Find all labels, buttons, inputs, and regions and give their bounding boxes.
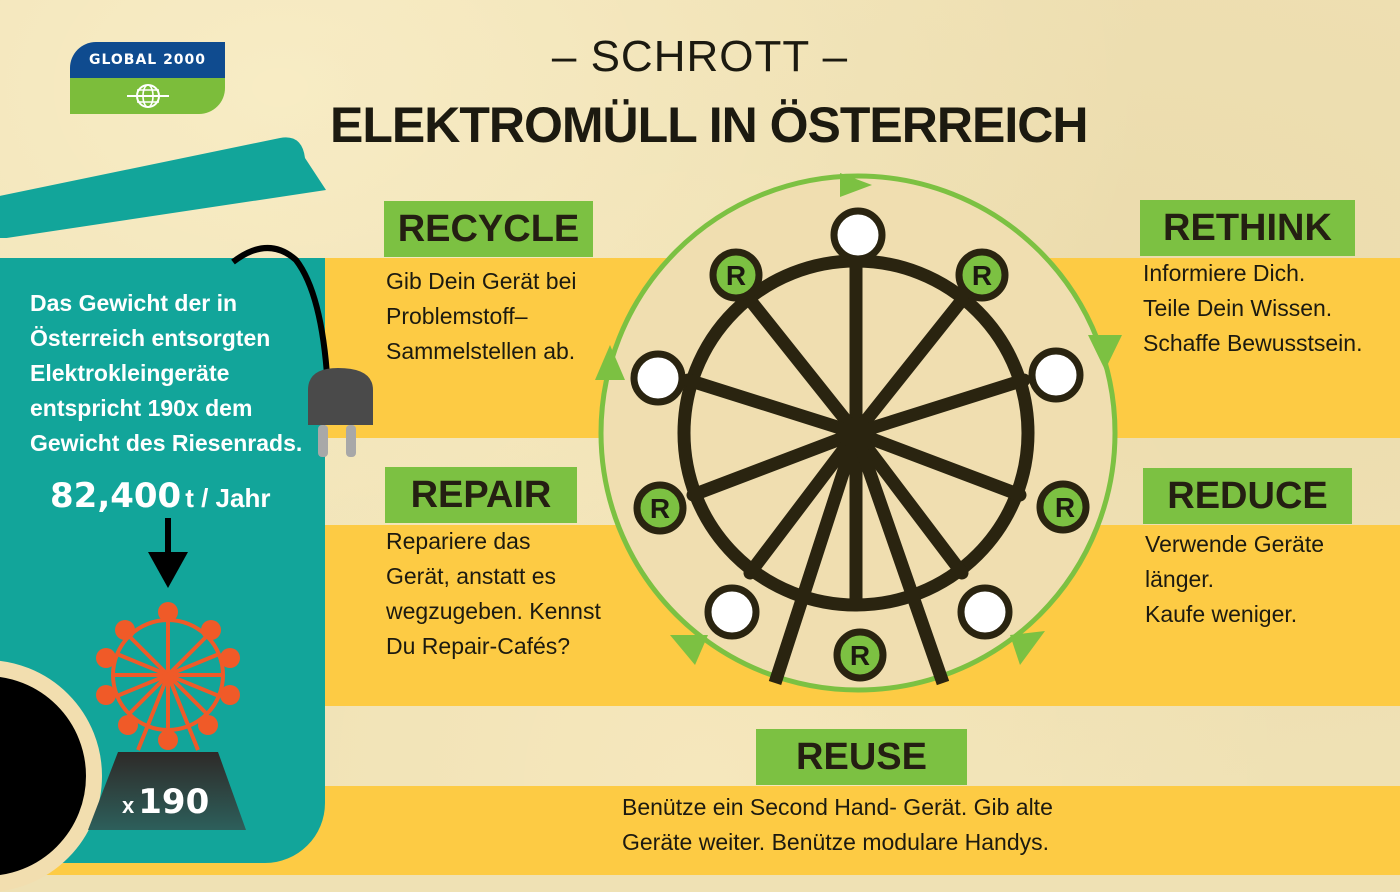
desc-repair: Repariere das Gerät, anstatt es wegzugeb… [386, 524, 601, 664]
desc-reuse: Benütze ein Second Hand- Gerät. Gib alte… [622, 790, 1053, 860]
plug-icon [231, 245, 373, 457]
label-rethink: RETHINK [1140, 200, 1355, 256]
desc-line: Teile Dein Wissen. [1143, 295, 1333, 321]
desc-line: länger. [1145, 566, 1215, 592]
desc-line: Repariere das [386, 528, 531, 554]
fact-line: entspricht 190x dem [30, 395, 253, 421]
gondola-r-badge [709, 248, 763, 302]
globe-icon [126, 84, 169, 108]
svg-text:R: R [850, 640, 870, 671]
desc-line: Verwende Geräte [1145, 531, 1325, 557]
gondola-empty [957, 584, 1013, 640]
desc-line: Gib Dein Gerät bei [386, 268, 577, 294]
fact-text: Das Gewicht der in Österreich entsorgten… [30, 286, 320, 461]
desc-line: Geräte weiter. Benütze modulare Handys. [622, 829, 1050, 855]
label-reduce: REDUCE [1143, 468, 1352, 524]
svg-text:R: R [726, 260, 746, 291]
desc-line: Du Repair-Cafés? [386, 633, 571, 659]
gondola-r-badge [633, 481, 687, 535]
teal-strip-decoration [0, 137, 326, 238]
gondola-empty [704, 584, 760, 640]
cycle-arrow-icon [1010, 631, 1045, 665]
fact-line: Gewicht des Riesenrads. [30, 430, 303, 456]
cycle-arrow-icon [595, 345, 625, 380]
subtitle-text: – SCHROTT – [551, 32, 849, 81]
svg-text:R: R [650, 493, 670, 524]
global2000-logo[interactable]: GLOBAL 2000 [70, 42, 225, 114]
label-recycle: RECYCLE [384, 201, 593, 257]
ferris-wheel-icon [88, 602, 246, 830]
cycle-arrow-icon [840, 173, 872, 197]
fact-line: Das Gewicht der in [30, 290, 238, 316]
desc-line: Benütze ein Second Hand- Gerät. Gib alte [622, 794, 1053, 820]
subtitle: – SCHROTT – [0, 32, 1400, 82]
svg-text:R: R [972, 260, 992, 291]
label-repair: REPAIR [385, 467, 577, 523]
logo-green-band [70, 78, 225, 114]
gondola-empty [830, 207, 886, 263]
desc-rethink: Informiere Dich. Teile Dein Wissen. Scha… [1143, 256, 1362, 361]
desc-line: Kaufe weniger. [1145, 601, 1298, 627]
stat-unit: t / Jahr [185, 483, 271, 513]
arrow-down-icon [148, 518, 188, 588]
svg-text:R: R [1055, 492, 1075, 523]
desc-line: wegzugeben. Kennst [386, 598, 601, 624]
gondola-empty [630, 350, 686, 406]
ferris-wheel-diagram: R R R R R [595, 173, 1122, 693]
desc-line: Informiere Dich. [1143, 260, 1306, 286]
logo-text: GLOBAL 2000 [88, 52, 207, 68]
gondola-r-badge [833, 628, 887, 682]
cycle-arrow-icon [670, 635, 708, 665]
gondola-empty [1028, 347, 1084, 403]
fact-line: Elektrokleingeräte [30, 360, 230, 386]
gondola-r-badge [955, 248, 1009, 302]
desc-line: Schaffe Bewusstsein. [1143, 330, 1363, 356]
page-title: ELEKTROMÜLL IN ÖSTERREICH [330, 97, 1088, 153]
desc-reduce: Verwende Geräte länger. Kaufe weniger. [1145, 527, 1324, 632]
desc-line: Sammelstellen ab. [386, 338, 576, 364]
multiplier-value: 190 [138, 782, 210, 822]
desc-line: Gerät, anstatt es [386, 563, 557, 589]
cycle-arrow-icon [1088, 335, 1122, 370]
gondola-r-badge [1036, 480, 1090, 534]
fact-line: Österreich entsorgten [30, 325, 271, 351]
stat-value: 82,400 [50, 476, 182, 516]
logo-wordmark: GLOBAL 2000 [70, 42, 225, 78]
desc-recycle: Gib Dein Gerät bei Problemstoff– Sammels… [386, 264, 576, 369]
multiplier-prefix: x [122, 793, 135, 818]
desc-line: Problemstoff– [386, 303, 528, 329]
label-reuse: REUSE [756, 729, 967, 785]
